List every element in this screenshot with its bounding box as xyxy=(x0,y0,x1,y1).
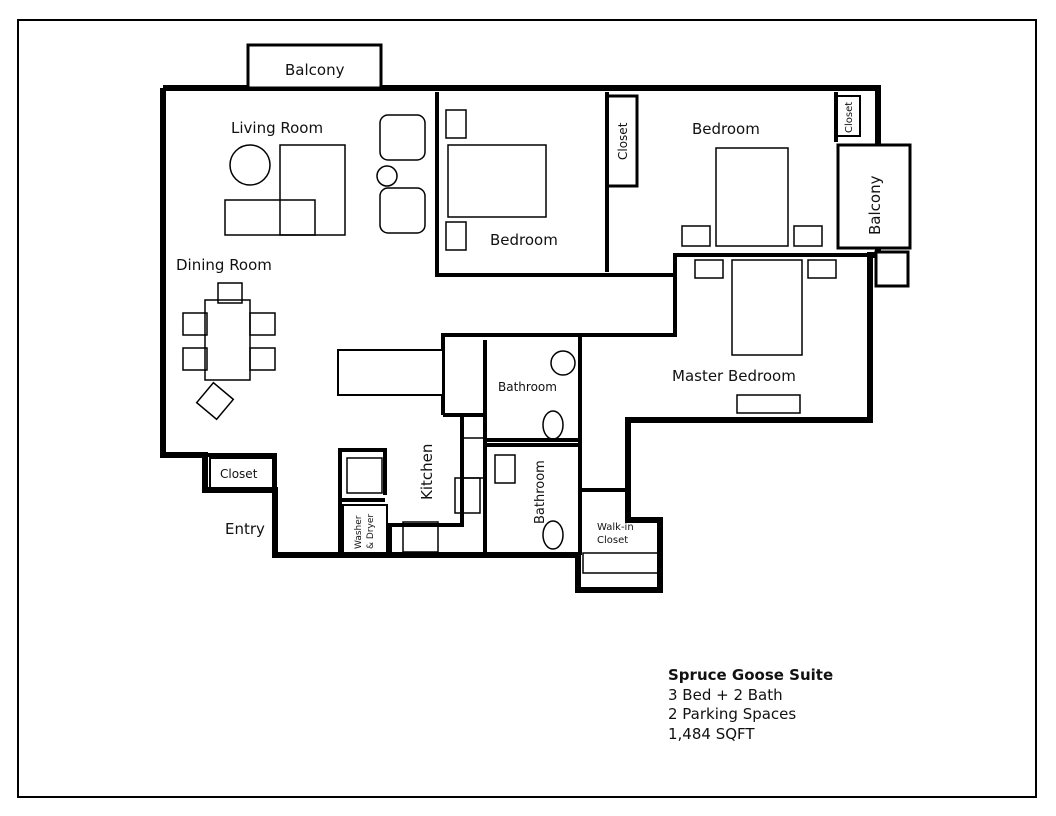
washer-dryer-box xyxy=(342,504,388,554)
label-entry: Entry xyxy=(225,520,265,538)
label-closet-entry: Closet xyxy=(220,467,258,481)
sofa-icon xyxy=(279,144,346,236)
furniture xyxy=(182,109,837,574)
page-border xyxy=(17,19,1037,798)
suite-parking: 2 Parking Spaces xyxy=(668,705,797,723)
label-walk-in-2: Closet xyxy=(597,535,628,546)
label-dryer: & Dryer xyxy=(366,514,376,549)
balcony-top xyxy=(246,43,383,90)
suite-title: Spruce Goose Suite xyxy=(668,666,834,684)
balcony-right xyxy=(836,143,912,250)
toilet-icon xyxy=(542,410,564,440)
label-balcony-top: Balcony xyxy=(285,61,345,79)
label-bathroom-1: Bathroom xyxy=(498,380,557,394)
label-bedroom-1: Bedroom xyxy=(490,231,558,249)
bed-icon xyxy=(447,144,547,218)
exterior-walls xyxy=(160,85,881,593)
armchair-icon xyxy=(379,114,426,161)
label-walk-in-1: Walk-in xyxy=(597,522,634,533)
interior-walls xyxy=(205,92,870,555)
round-table-icon xyxy=(229,144,271,186)
toilet-icon xyxy=(542,520,564,550)
label-bedroom-2: Bedroom xyxy=(692,120,760,138)
bed-icon xyxy=(731,259,803,356)
label-kitchen: Kitchen xyxy=(418,444,436,500)
water-heater-icon xyxy=(346,457,383,494)
kitchen-island xyxy=(337,349,444,396)
label-dining-room: Dining Room xyxy=(176,256,272,274)
suite-beds-baths: 3 Bed + 2 Bath xyxy=(668,685,783,704)
shower-icon xyxy=(550,350,576,376)
label-bathroom-2: Bathroom xyxy=(533,460,548,524)
stove-icon xyxy=(402,521,439,553)
label-closet-2: Closet xyxy=(844,102,855,133)
room-labels: Balcony Living Room Dining Room Bedroom … xyxy=(176,61,884,554)
entry-closet-box xyxy=(209,457,274,489)
suite-area: 1,484 SQFT xyxy=(668,724,755,743)
sink-icon xyxy=(494,454,516,484)
label-balcony-right: Balcony xyxy=(866,175,884,235)
closet-bedroom-1 xyxy=(605,94,639,188)
storage-box xyxy=(874,250,910,288)
label-closet-1: Closet xyxy=(616,122,630,160)
label-washer: Washer xyxy=(354,515,364,549)
label-master-bedroom: Master Bedroom xyxy=(672,367,796,385)
armchair-icon xyxy=(379,187,426,234)
label-living-room: Living Room xyxy=(231,119,323,137)
dining-table-icon xyxy=(204,299,251,381)
bed-icon xyxy=(715,147,789,247)
closet-2-box xyxy=(835,95,861,137)
suite-info: Spruce Goose Suite 3 Bed + 2 Bath 2 Park… xyxy=(668,666,833,744)
